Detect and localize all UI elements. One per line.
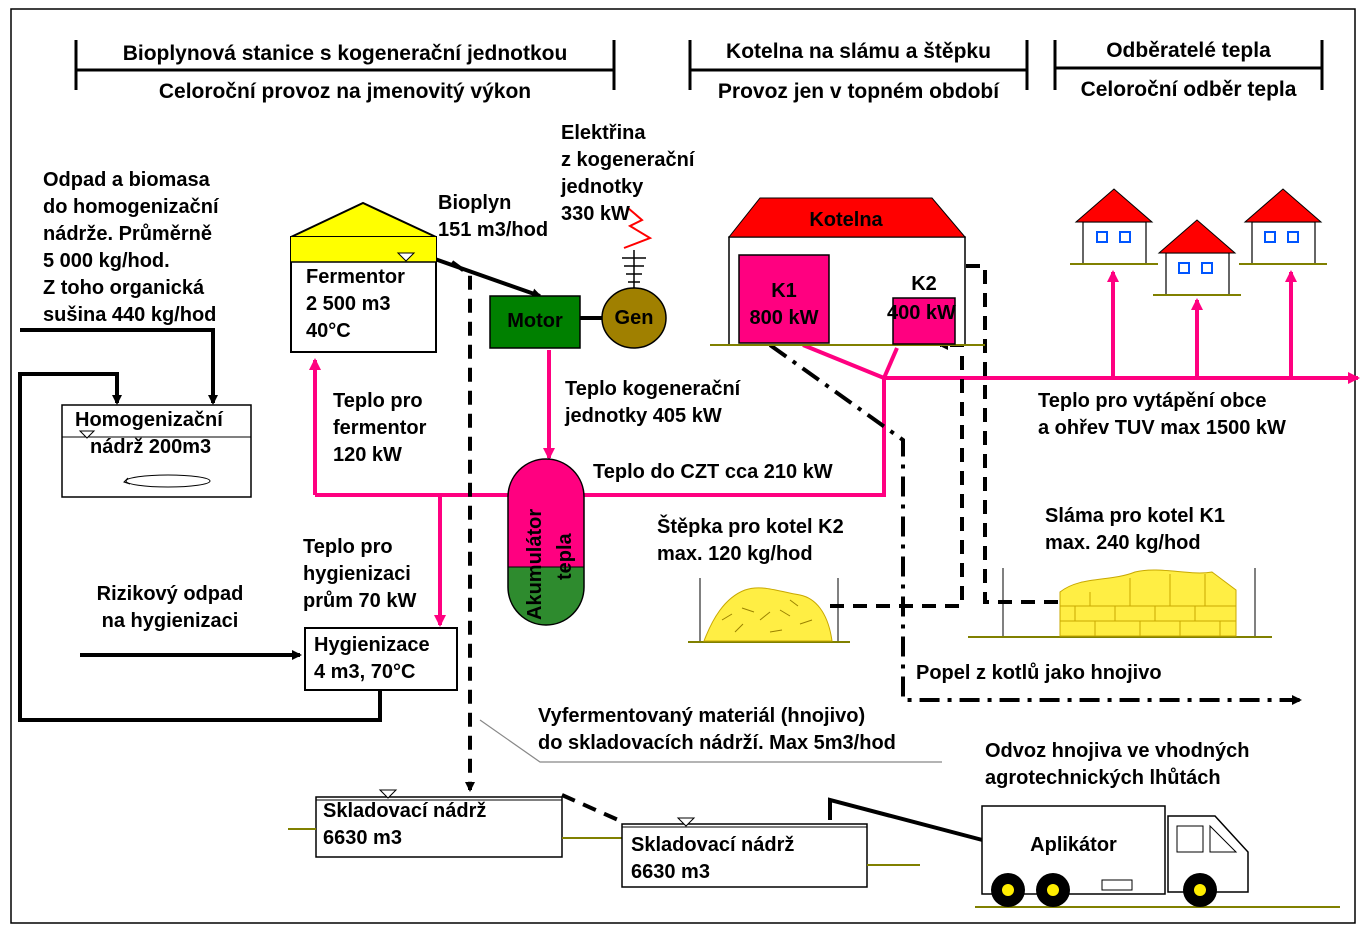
material-flows bbox=[18, 250, 991, 844]
straw-label-line1: Sláma pro kotel K1 bbox=[1045, 505, 1226, 527]
electricity-label-line1: Elektřina bbox=[561, 122, 646, 144]
input-label-line4: 5 000 kg/hod. bbox=[43, 250, 170, 272]
heat-cogen-line2: jednotky 405 kW bbox=[565, 405, 722, 427]
lightning-icon bbox=[623, 207, 653, 249]
header-bracket-boiler bbox=[688, 40, 1029, 90]
input-label-line3: nádrže. Průměrně bbox=[43, 223, 212, 245]
house-2 bbox=[1153, 219, 1241, 296]
heat-fermentor-line1: Teplo pro bbox=[333, 390, 423, 412]
power-mast-icon bbox=[622, 250, 646, 288]
header-biogas-title: Bioplynová stanice s kogenerační jednotk… bbox=[122, 42, 568, 65]
outer-border bbox=[10, 8, 1356, 924]
village-heat-line1: Teplo pro vytápění obce bbox=[1038, 390, 1267, 412]
input-label-line5: Z toho organická bbox=[43, 277, 205, 299]
header-biogas-subtitle: Celoroční provoz na jmenovitý výkon bbox=[158, 80, 532, 103]
risk-waste-line2: na hygienizaci bbox=[101, 610, 239, 632]
transport-label-line1: Odvoz hnojiva ve vhodných bbox=[985, 740, 1250, 762]
applicator-label: Aplikátor bbox=[1030, 834, 1117, 856]
applicator-truck bbox=[975, 805, 1340, 908]
storage-tank-1 bbox=[288, 789, 622, 858]
fermentor-label-line3: 40°C bbox=[306, 320, 351, 342]
heat-cogen-line1: Teplo kogenerační bbox=[565, 378, 741, 400]
heat-accumulator bbox=[507, 458, 585, 626]
header-bracket-consumers bbox=[1053, 40, 1324, 90]
header-consumers-subtitle: Celoroční odběr tepla bbox=[1080, 78, 1297, 101]
heat-fermentor-line2: fermentor bbox=[333, 417, 427, 439]
heat-hygiene-line3: prům 70 kW bbox=[303, 590, 417, 612]
digestate-label-line2: do skladovacích nádrží. Max 5m3/hod bbox=[538, 732, 896, 754]
header-bracket-biogas bbox=[74, 40, 616, 90]
motor-box bbox=[489, 295, 581, 349]
heat-fermentor-line3: 120 kW bbox=[333, 444, 402, 466]
k2-label-line2: 400 kW bbox=[887, 302, 956, 324]
heat-pipes bbox=[309, 270, 1360, 627]
homogenization-tank bbox=[61, 404, 252, 498]
storage2-label-line2: 6630 m3 bbox=[631, 861, 710, 883]
hygienization-box bbox=[304, 627, 458, 691]
homog-label-line2: nádrž 200m3 bbox=[90, 436, 212, 458]
hygienization-line2: 4 m3, 70°C bbox=[314, 661, 416, 683]
accumulator-label-line2: tepla bbox=[554, 533, 576, 580]
kotelna-label: Kotelna bbox=[809, 209, 883, 231]
k1-label-line2: 800 kW bbox=[749, 307, 819, 329]
electricity-label-line2: z kogenerační bbox=[561, 149, 695, 171]
straw-bales-pile bbox=[968, 568, 1272, 638]
straw-label-line2: max. 240 kg/hod bbox=[1045, 532, 1201, 554]
biogas-label-line2: 151 m3/hod bbox=[438, 219, 549, 241]
header-consumers-title: Odběratelé tepla bbox=[1106, 39, 1271, 62]
digestate-label-line1: Vyfermentovaný materiál (hnojivo) bbox=[538, 705, 866, 727]
ash-label: Popel z kotlů jako hnojivo bbox=[916, 662, 1162, 684]
ash-flow bbox=[768, 343, 1302, 705]
boiler-house bbox=[710, 197, 985, 346]
accumulator-label-line1: Akumulátor bbox=[524, 508, 546, 620]
k1-label-line1: K1 bbox=[771, 280, 797, 302]
heat-district-label: Teplo do CZT cca 210 kW bbox=[593, 461, 833, 483]
village-heat-line2: a ohřev TUV max 1500 kW bbox=[1038, 417, 1286, 439]
digestate-pointer bbox=[479, 719, 942, 763]
chips-label-line2: max. 120 kg/hod bbox=[657, 543, 813, 565]
biogas-label-line1: Bioplyn bbox=[438, 192, 512, 214]
heat-hygiene-line2: hygienizaci bbox=[303, 563, 411, 585]
input-label-line6: sušina 440 kg/hod bbox=[43, 304, 217, 326]
input-label-line1: Odpad a biomasa bbox=[43, 169, 210, 191]
wood-chips-pile bbox=[688, 578, 850, 643]
risk-waste-line1: Rizikový odpad bbox=[96, 583, 244, 605]
transport-label-line2: agrotechnických lhůtách bbox=[985, 767, 1221, 789]
chips-label-line1: Štěpka pro kotel K2 bbox=[657, 516, 844, 538]
storage1-label-line1: Skladovací nádrž bbox=[323, 800, 487, 822]
house-3 bbox=[1239, 188, 1327, 265]
storage1-label-line2: 6630 m3 bbox=[323, 827, 402, 849]
homog-label-line1: Homogenizační bbox=[75, 409, 223, 431]
heat-hygiene-line1: Teplo pro bbox=[303, 536, 393, 558]
input-label-line2: do homogenizační bbox=[43, 196, 219, 218]
generator-label: Gen bbox=[614, 307, 654, 329]
electricity-label-line3: jednotky bbox=[561, 176, 644, 198]
fermentor-label-line1: Fermentor bbox=[306, 266, 405, 288]
header-boiler-title: Kotelna na slámu a štěpku bbox=[726, 40, 991, 63]
storage-tank-2 bbox=[621, 817, 920, 888]
fermentor-tank bbox=[290, 201, 437, 353]
header-boiler-subtitle: Provoz jen v topném období bbox=[717, 80, 1000, 103]
electricity-label-line4: 330 kW bbox=[561, 203, 630, 225]
storage2-label-line1: Skladovací nádrž bbox=[631, 834, 795, 856]
fermentor-label-line2: 2 500 m3 bbox=[306, 293, 391, 315]
hygienization-line1: Hygienizace bbox=[314, 634, 430, 656]
k2-label-line1: K2 bbox=[911, 273, 937, 295]
motor-label: Motor bbox=[507, 310, 563, 332]
house-1 bbox=[1070, 188, 1158, 265]
